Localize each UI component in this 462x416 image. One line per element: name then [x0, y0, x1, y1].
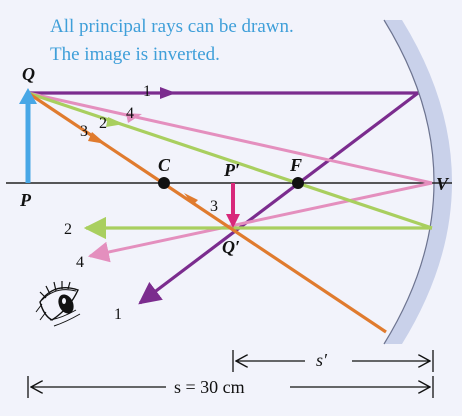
label-P: P [19, 190, 32, 210]
ray-3-label-return: 3 [210, 198, 218, 215]
ray-3-direction-arrow [88, 132, 106, 144]
focal-point-dot [292, 177, 304, 189]
s-label: s = 30 cm [174, 377, 245, 397]
eye-icon [35, 281, 81, 327]
ray-4-label-bottom: 4 [76, 254, 84, 271]
label-P-prime: P′ [223, 160, 240, 180]
ray-3-return-arrow [184, 193, 198, 205]
concave-mirror [384, 20, 452, 344]
label-V: V [436, 174, 450, 194]
ray-4-direction-arrow [126, 113, 142, 123]
mirror-surface-line [383, 19, 435, 345]
ray-2-label-bottom: 2 [64, 221, 72, 238]
ray-3-label-top: 3 [80, 123, 88, 140]
label-Q: Q [22, 64, 35, 84]
ray-1-direction-arrow [160, 87, 176, 99]
ray-1-label-bottom: 1 [114, 306, 122, 323]
ray-1 [28, 87, 419, 305]
object-arrow-head [19, 88, 37, 104]
ray-4 [27, 91, 433, 263]
ray-4-label-top: 4 [126, 105, 134, 122]
ray-2 [27, 91, 433, 240]
label-F: F [289, 155, 302, 175]
ray-2-label-top: 2 [99, 115, 107, 132]
center-of-curvature-dot [158, 177, 170, 189]
image-arrow-head [226, 214, 240, 228]
label-C: C [158, 155, 171, 175]
label-Q-prime: Q′ [222, 237, 240, 257]
ray-2-direction-arrow [106, 117, 124, 127]
caption-line-2: The image is inverted. [50, 44, 220, 65]
ray-3 [27, 91, 387, 334]
ray-1-label-top: 1 [143, 83, 151, 100]
s-prime-label: s′ [316, 350, 328, 370]
caption-line-1: All principal rays can be drawn. [50, 16, 294, 37]
